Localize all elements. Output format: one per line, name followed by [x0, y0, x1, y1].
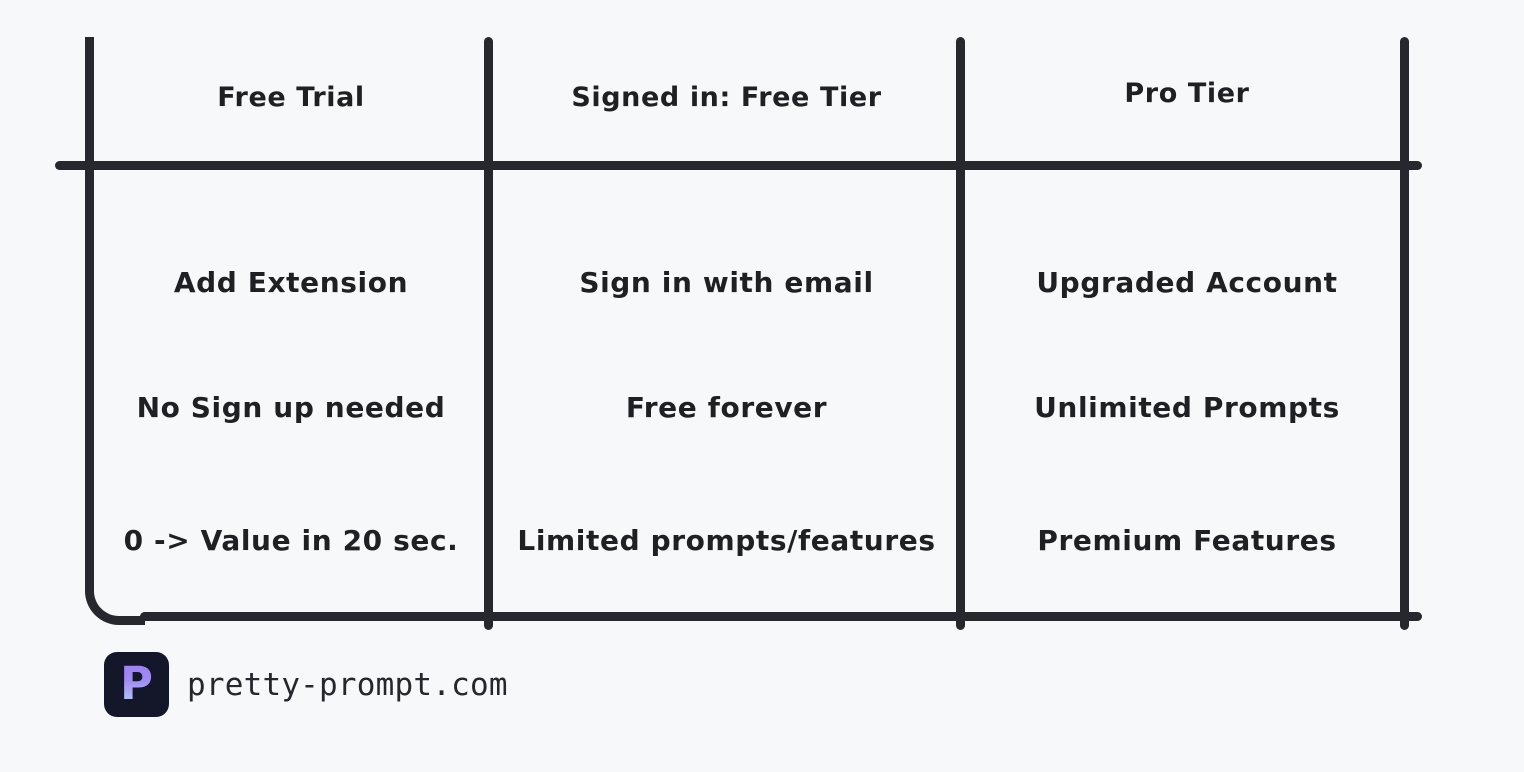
table-cell-r2c2: Free forever — [625, 390, 828, 424]
pretty-prompt-logo-icon: P — [104, 652, 169, 717]
footer-branding: P pretty-prompt.com — [104, 652, 508, 717]
column-header-signed-in-free-tier: Signed in: Free Tier — [571, 81, 882, 113]
table-cell-r3c2: Limited prompts/features — [517, 523, 936, 557]
logo-letter-p: P — [120, 656, 153, 710]
table-cell-r1c3: Upgraded Account — [1036, 265, 1338, 299]
column-divider-2 — [956, 37, 965, 630]
header-divider-line — [55, 161, 1422, 170]
column-header-free-trial: Free Trial — [217, 81, 365, 113]
table-right-edge-line — [1400, 37, 1409, 630]
table-cell-r3c1: 0 -> Value in 20 sec. — [123, 523, 459, 557]
table-cell-r1c2: Sign in with email — [579, 265, 874, 299]
column-divider-1 — [484, 37, 493, 630]
table-cell-r1c1: Add Extension — [173, 265, 409, 299]
column-header-pro-tier: Pro Tier — [1124, 77, 1250, 109]
table-bottom-line — [140, 612, 1422, 621]
table-cell-r3c3: Premium Features — [1037, 523, 1337, 557]
table-cell-r2c3: Unlimited Prompts — [1034, 390, 1340, 424]
table-cell-r2c1: No Sign up needed — [136, 390, 446, 424]
site-url-text: pretty-prompt.com — [187, 666, 508, 703]
